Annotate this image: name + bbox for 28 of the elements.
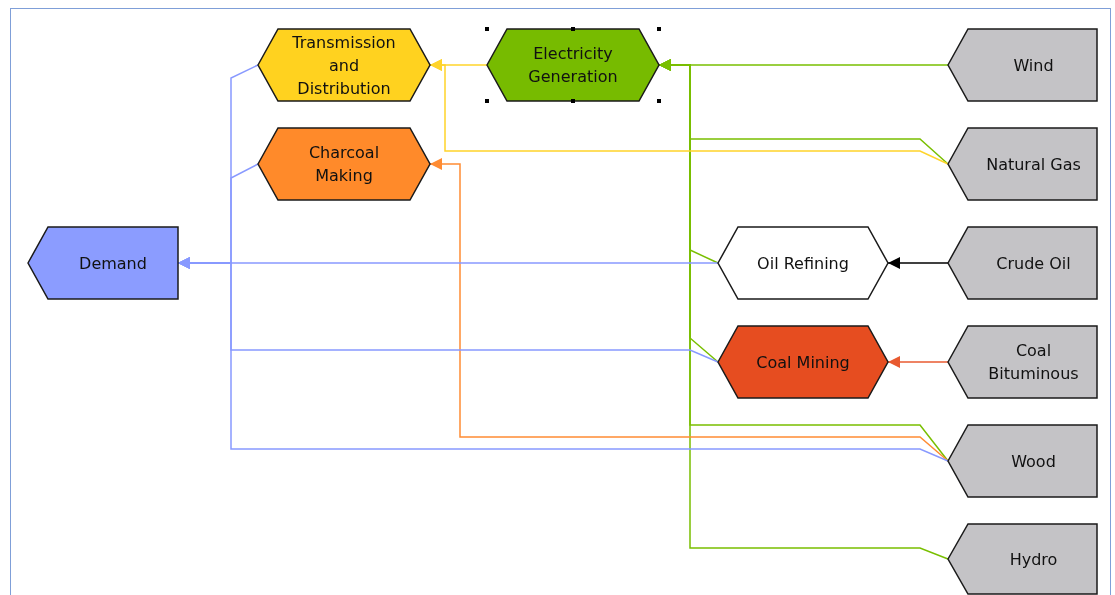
connector-arrow [658,59,949,560]
node-label: Demand [79,252,147,275]
process-hexagon [258,128,430,200]
source-pentagon [948,524,1097,594]
source-pentagon [28,227,178,299]
process-hexagon [258,29,430,101]
source-pentagon [948,425,1097,497]
source-pentagon [948,227,1097,299]
source-pentagon [948,29,1097,101]
node-label: Hydro [1009,548,1058,571]
connector-arrow [429,158,949,462]
node-label: Crude Oil [996,252,1071,275]
node-label: Charcoal Making [307,142,381,187]
node-label: Wind [1013,54,1054,77]
process-hexagon [718,326,888,398]
node-label: Oil Refining [757,252,849,275]
connector-arrow [429,59,949,165]
node-label: Wood [1011,450,1056,473]
node-label: Electricity Generation [527,43,619,88]
process-hexagon [718,227,888,299]
node-label: Coal Mining [756,351,850,374]
node-label: Coal Bituminous [987,340,1080,385]
source-pentagon [948,326,1097,398]
node-label: Transmission and Distribution [291,31,397,100]
connector-arrow [887,257,949,269]
source-pentagon [948,128,1097,200]
node-label: Natural Gas [986,153,1081,176]
connector-arrow [887,356,949,368]
